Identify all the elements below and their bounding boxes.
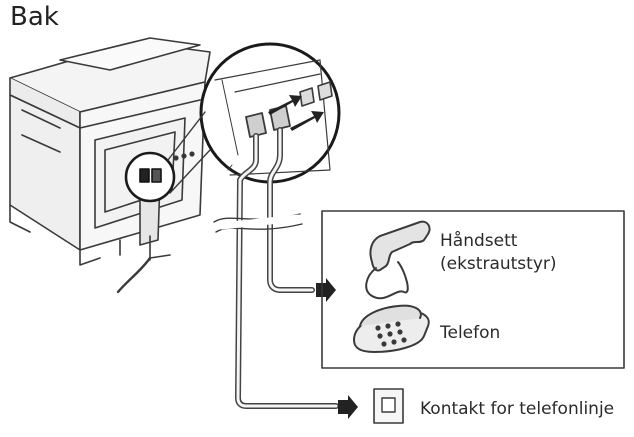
handset-icon <box>365 220 431 300</box>
port-highlight-circle <box>124 151 176 203</box>
wall-jack-icon <box>373 388 404 424</box>
port-left <box>139 168 150 183</box>
diagram-title: Bak <box>10 2 59 32</box>
arrow-to-wall-jack <box>338 395 358 419</box>
telephone-icon <box>353 304 430 353</box>
optional-devices-box <box>321 210 625 369</box>
magnified-ports-view <box>199 42 341 184</box>
telephone-label: Telefon <box>440 323 501 343</box>
handset-optional-label: (ekstrautstyr) <box>440 254 557 274</box>
wall-jack-label: Kontakt for telefonlinje <box>420 399 615 419</box>
telephone-cables <box>235 127 339 409</box>
arrow-to-devices <box>316 278 336 302</box>
printer-illustration <box>9 37 211 294</box>
port-right <box>151 168 162 183</box>
handset-label: Håndsett <box>440 231 518 251</box>
